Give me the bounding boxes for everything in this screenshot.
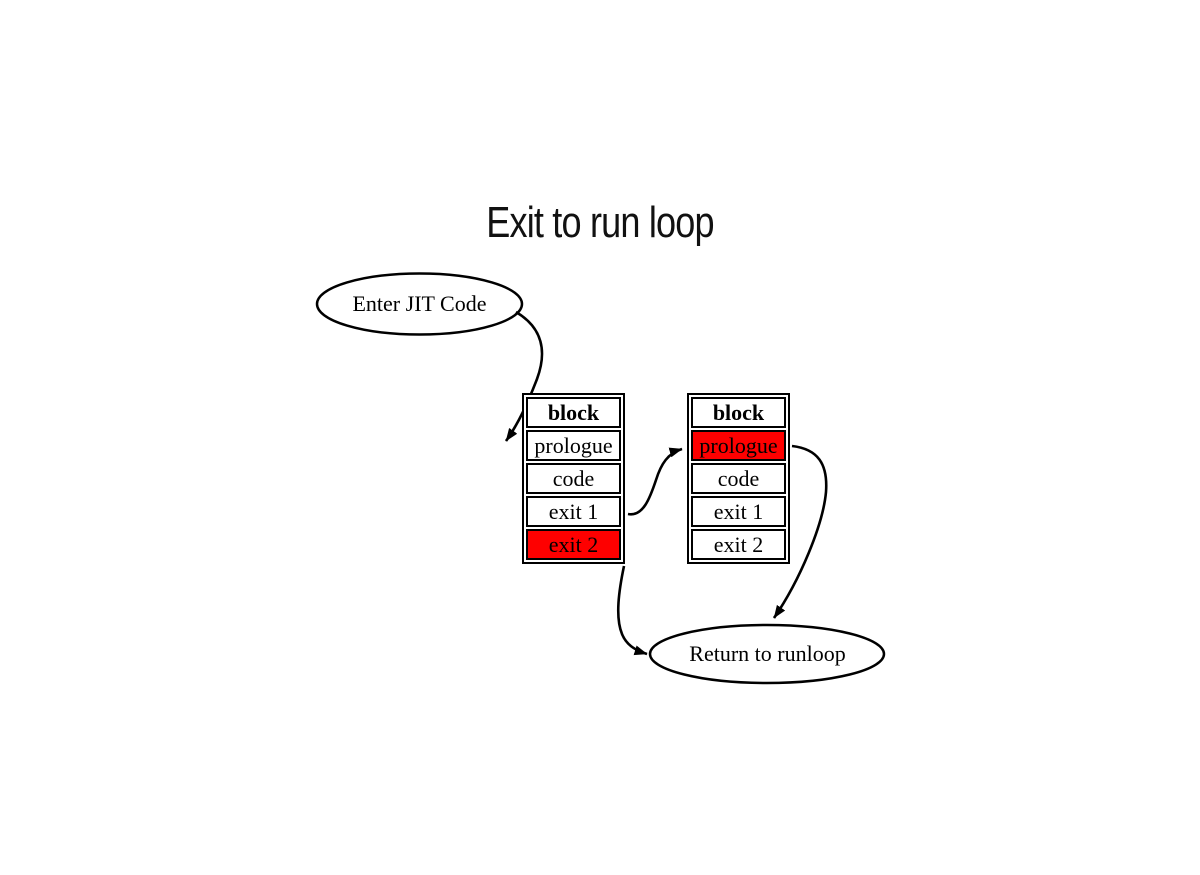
block1-row-prologue: prologue [526, 430, 621, 461]
block1-table: block prologue code exit 1 exit 2 [522, 393, 625, 564]
block1-row-code: code [526, 463, 621, 494]
diagram-title: Exit to run loop [486, 198, 714, 247]
block2-row-prologue: prologue [691, 430, 786, 461]
block2-row-code: code [691, 463, 786, 494]
block2-row-block: block [691, 397, 786, 428]
block1-row-exit-1: exit 1 [526, 496, 621, 527]
block2-row-exit-1: exit 1 [691, 496, 786, 527]
edge-block2-prologue-to-return [772, 444, 828, 619]
block2-table: block prologue code exit 1 exit 2 [687, 393, 790, 564]
return-to-runloop-label: Return to runloop [689, 641, 846, 666]
block1-row-exit-2: exit 2 [526, 529, 621, 560]
enter-jit-code-node [315, 272, 524, 336]
block1-row-block: block [526, 397, 621, 428]
return-to-runloop-node [648, 623, 886, 685]
edge-enter-to-block1-prologue [504, 310, 544, 442]
enter-jit-code-label: Enter JIT Code [352, 291, 487, 316]
edge-block1-exit1-to-block2-prologue [627, 447, 683, 516]
edge-block1-exit2-to-return [616, 565, 648, 656]
block2-row-exit-2: exit 2 [691, 529, 786, 560]
